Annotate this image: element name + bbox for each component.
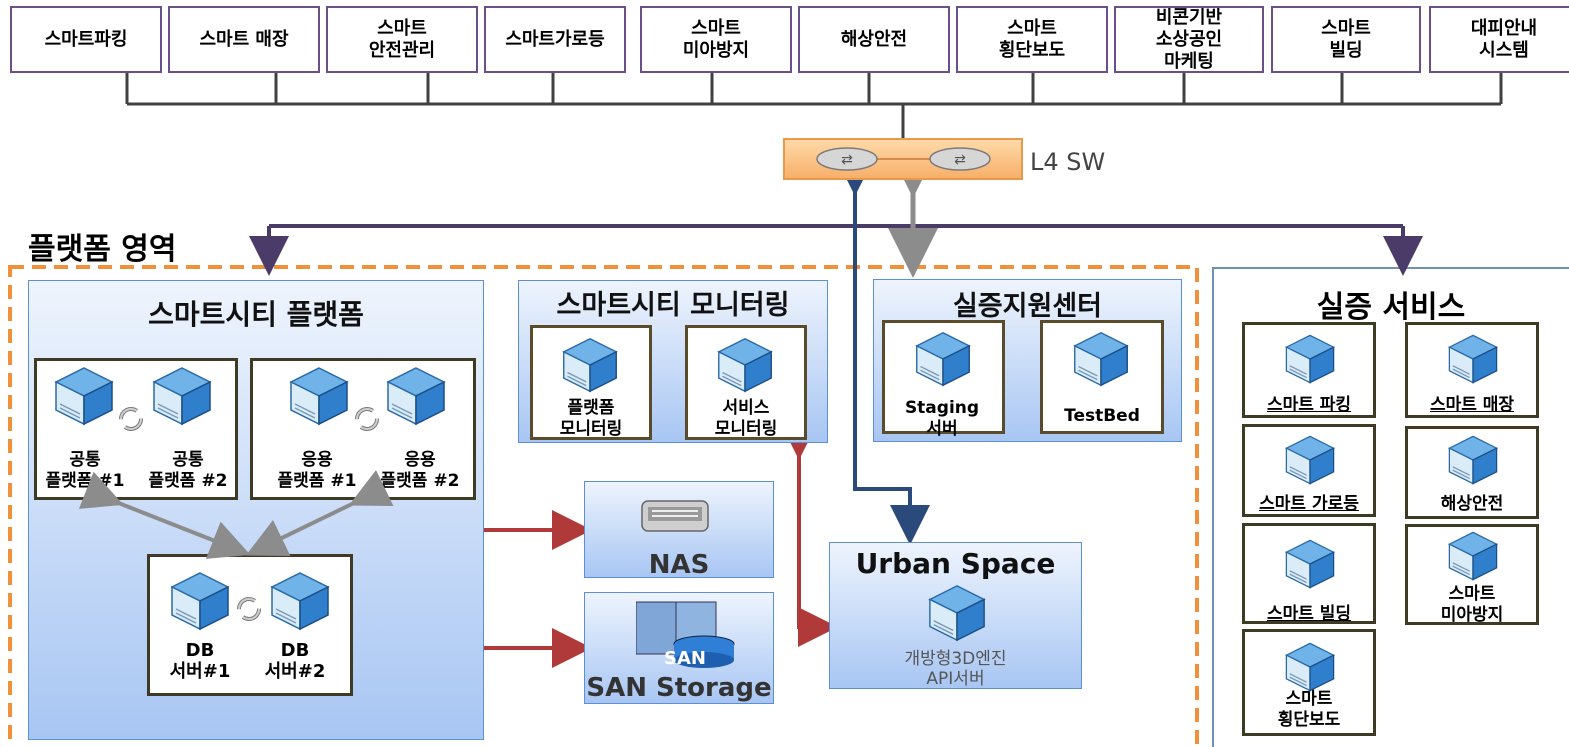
server-icon — [1283, 433, 1337, 487]
server-icon — [1446, 332, 1500, 386]
server-icon — [1071, 329, 1131, 389]
server-icon — [268, 569, 332, 633]
top-service-beacon: 비콘기반 소상공인 마케팅 — [1114, 6, 1264, 73]
db-server-2-label: DB 서버#2 — [264, 640, 326, 682]
demo-label-crosswalk: 스마트 횡단보도 — [1277, 689, 1341, 730]
monitor-urban-arrow — [779, 420, 838, 647]
server-icon — [168, 569, 232, 633]
svg-text:⇄: ⇄ — [841, 152, 853, 168]
demo-label-building: 스마트 빌딩 — [1266, 604, 1352, 624]
demo-label-maritime: 해상안전 — [1440, 494, 1504, 514]
server-icon — [1283, 332, 1337, 386]
platform-monitoring-label: 플랫폼 모니터링 — [559, 398, 623, 438]
demo-label-parking: 스마트 파킹 — [1266, 395, 1352, 415]
smart-city-platform-title: 스마트시티 플랫폼 — [148, 298, 364, 331]
top-service-missing-child: 스마트 미아방지 — [640, 6, 792, 73]
urban-space-title: Urban Space — [855, 547, 1056, 580]
nas-title: NAS — [648, 550, 710, 580]
demo-label-store: 스마트 매장 — [1429, 395, 1515, 415]
top-service-crosswalk: 스마트 횡단보도 — [956, 6, 1108, 73]
server-icon — [150, 364, 214, 428]
server-icon — [715, 335, 775, 395]
service-bus — [125, 69, 1503, 138]
staging-label: Staging 서버 — [904, 398, 980, 436]
server-icon — [926, 582, 988, 644]
db-server-card — [147, 554, 353, 696]
server-icon — [287, 364, 351, 428]
testbed-label: TestBed — [1064, 406, 1140, 426]
san-badge: SAN — [664, 648, 706, 669]
demo-center-title: 실증지원센터 — [952, 291, 1103, 322]
nas-icon — [641, 500, 709, 532]
server-icon — [384, 364, 448, 428]
urban-space-panel: Urban Space 개방형3D엔진 API서버 — [829, 542, 1082, 689]
nas-panel: NAS — [584, 481, 774, 580]
monitoring-title: 스마트시티 모니터링 — [556, 290, 790, 321]
router-icon: ⇄ ⇄ — [816, 147, 991, 171]
urban-space-subtitle: 개방형3D엔진 API서버 — [904, 649, 1007, 689]
server-icon — [1446, 433, 1500, 487]
switch-urban-arrow — [835, 156, 930, 545]
server-icon — [1283, 640, 1337, 694]
san-title: SAN Storage — [586, 673, 772, 703]
sync-icon — [352, 404, 382, 434]
demo-label-missing-child: 스마트 미아방지 — [1440, 584, 1504, 624]
san-storage-icon — [636, 601, 735, 668]
switch-label: L4 SW — [1030, 148, 1106, 176]
svg-text:⇄: ⇄ — [954, 152, 966, 168]
platform-area-label: 플랫폼 영역 — [28, 232, 177, 267]
l4-switch: ⇄ ⇄ — [783, 138, 1023, 180]
top-service-store: 스마트 매장 — [168, 6, 320, 73]
platform-inner-arrows — [78, 470, 394, 559]
top-service-parking: 스마트파킹 — [10, 6, 162, 73]
top-service-evacuation: 대피안내 시스템 — [1429, 6, 1569, 73]
top-service-maritime: 해상안전 — [798, 6, 950, 73]
db-server-1-label: DB 서버#1 — [169, 640, 231, 682]
server-icon — [52, 364, 116, 428]
top-service-building: 스마트 빌딩 — [1271, 6, 1421, 73]
top-service-safety: 스마트 안전관리 — [326, 6, 478, 73]
sync-icon — [234, 594, 264, 624]
server-icon — [560, 335, 620, 395]
top-service-streetlight: 스마트가로등 — [484, 6, 626, 73]
sync-icon — [116, 404, 146, 434]
platform-area-border — [8, 265, 1199, 747]
demo-services-title: 실증 서비스 — [1316, 290, 1466, 325]
server-icon — [1446, 529, 1500, 583]
demo-label-streetlight: 스마트 가로등 — [1259, 494, 1359, 514]
server-icon — [913, 329, 973, 389]
service-monitoring-label: 서비스 모니터링 — [714, 398, 778, 438]
server-icon — [1283, 537, 1337, 591]
